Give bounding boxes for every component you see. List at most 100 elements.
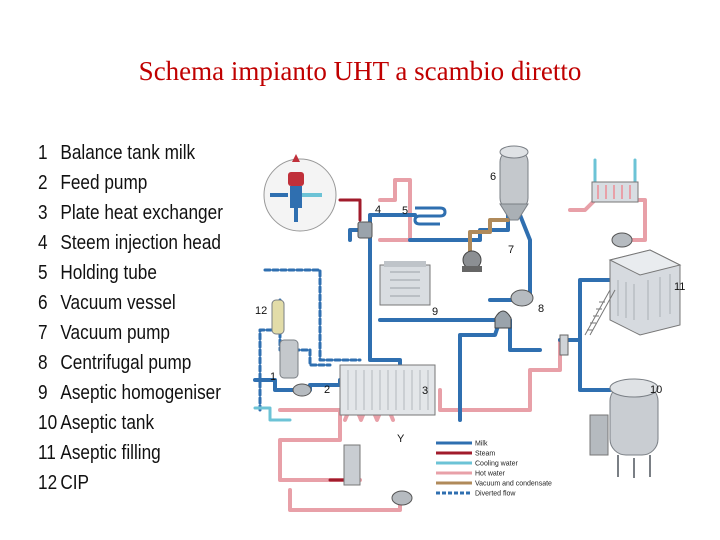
component-number: 5 — [38, 262, 48, 284]
flow-legend-item: Milk — [436, 441, 488, 448]
label-6: 6 — [490, 171, 496, 183]
diverted-flow-pipe — [263, 268, 362, 362]
flow-legend-label: Milk — [475, 441, 488, 448]
aseptic-tank — [589, 378, 659, 478]
component-item: 6 Vacuum vessel — [38, 288, 227, 318]
label-3: 3 — [422, 385, 428, 397]
hot-water-pipe — [568, 198, 647, 242]
component-name: Vacuum pump — [60, 322, 170, 344]
label-10: 10 — [650, 384, 662, 396]
pump-top-right — [611, 232, 633, 248]
component-item: 2 Feed pump — [38, 168, 227, 198]
component-item: 8 Centrifugal pump — [38, 348, 227, 378]
steam-pipe — [338, 198, 362, 222]
hot-water-pipe — [378, 178, 412, 242]
feed-pump — [292, 383, 312, 397]
label-8: 8 — [538, 303, 544, 315]
component-number: 1 — [38, 142, 48, 164]
flow-legend-item: Cooling water — [436, 461, 518, 468]
cooling-section-bottom — [343, 444, 361, 486]
milk-pipe — [378, 318, 542, 352]
component-number: 3 — [38, 202, 48, 224]
component-number: 7 — [38, 322, 48, 344]
flow-legend-label: Hot water — [475, 471, 506, 478]
flow-legend-label: Steam — [475, 451, 495, 458]
component-item: 9 Aseptic homogeniser — [38, 378, 227, 408]
plate-heat-exchanger — [339, 364, 436, 416]
component-number: 9 — [38, 382, 48, 404]
vacuum-vessel — [499, 145, 529, 221]
uht-process-diagram: 1 2 3 4 5 6 7 8 9 10 11 12 Y Milk Steam … — [253, 145, 685, 512]
flow-legend: Milk Steam Cooling water Hot water Vacuu… — [436, 441, 552, 498]
label-9: 9 — [432, 306, 438, 318]
centrifugal-pump — [510, 289, 534, 307]
component-name: Aseptic filling — [60, 442, 161, 464]
label-y: Y — [397, 433, 405, 445]
flow-legend-item: Steam — [436, 451, 495, 458]
component-name: Feed pump — [60, 172, 148, 194]
component-number: 4 — [38, 232, 48, 254]
page-title: Schema impianto UHT a scambio diretto — [138, 56, 582, 86]
label-4: 4 — [375, 204, 381, 216]
milk-pipe — [458, 318, 502, 422]
diverted-flow-pipe — [258, 328, 282, 412]
bottom-pump — [391, 490, 413, 506]
component-name: Balance tank milk — [60, 142, 196, 164]
cooling-unit — [591, 181, 639, 203]
component-name: Centrifugal pump — [60, 352, 192, 374]
heating-module — [379, 261, 431, 306]
component-number: 2 — [38, 172, 48, 194]
component-name: Aseptic homogeniser — [60, 382, 221, 404]
label-11: 11 — [674, 281, 685, 293]
divert-valve — [559, 334, 569, 356]
aseptic-filling-machine — [584, 249, 682, 336]
flow-legend-label: Diverted flow — [475, 491, 516, 498]
flow-legend-label: Cooling water — [475, 461, 518, 468]
flow-legend-item: Diverted flow — [436, 491, 516, 498]
label-7: 7 — [508, 244, 514, 256]
flow-legend-item: Vacuum and condensate — [436, 481, 552, 488]
component-legend: 1 Balance tank milk 2 Feed pump 3 Plate hea… — [38, 138, 258, 498]
label-2: 2 — [324, 384, 330, 396]
flow-legend-label: Vacuum and condensate — [475, 481, 552, 488]
milk-pipe — [558, 278, 617, 342]
component-number: 6 — [38, 292, 48, 314]
label-5: 5 — [402, 205, 408, 217]
cip-unit — [271, 299, 285, 335]
component-name: Steem injection head — [60, 232, 222, 254]
milk-pipe — [578, 338, 612, 392]
milk-pipe — [253, 378, 292, 392]
hot-water-pipe — [278, 408, 362, 482]
flow-legend-item: Hot water — [436, 471, 506, 478]
balance-tank — [279, 339, 299, 379]
vacuum-pipe — [468, 218, 510, 257]
label-12: 12 — [255, 305, 267, 317]
component-number: 10 — [38, 412, 58, 434]
holding-tube — [413, 206, 447, 226]
vacuum-pump — [462, 250, 482, 272]
component-item: 7 Vacuum pump — [38, 318, 227, 348]
component-number: 12 — [38, 472, 58, 494]
component-item: 3 Plate heat exchanger — [38, 198, 227, 228]
component-name: Holding tube — [60, 262, 157, 284]
steam-injection-head — [357, 221, 373, 239]
component-item: 5 Holding tube — [38, 258, 227, 288]
diagram-labels: 1 2 3 4 5 6 7 8 9 10 11 12 Y — [255, 171, 685, 445]
component-number: 8 — [38, 352, 48, 374]
hot-water-pipe — [438, 338, 562, 412]
component-name: CIP — [60, 472, 90, 494]
label-1: 1 — [270, 371, 276, 383]
component-number: 11 — [38, 442, 56, 464]
component-name: Vacuum vessel — [60, 292, 176, 314]
component-name: Aseptic tank — [60, 412, 155, 434]
hot-water-pipe — [288, 488, 402, 512]
component-name: Plate heat exchanger — [60, 202, 223, 224]
component-item: 4 Steem injection head — [38, 228, 227, 258]
aseptic-homogeniser — [494, 310, 512, 329]
cooling-water-pipe — [253, 406, 292, 422]
component-item: 1 Balance tank milk — [38, 138, 227, 168]
steam-injection-head-detail — [263, 154, 337, 232]
